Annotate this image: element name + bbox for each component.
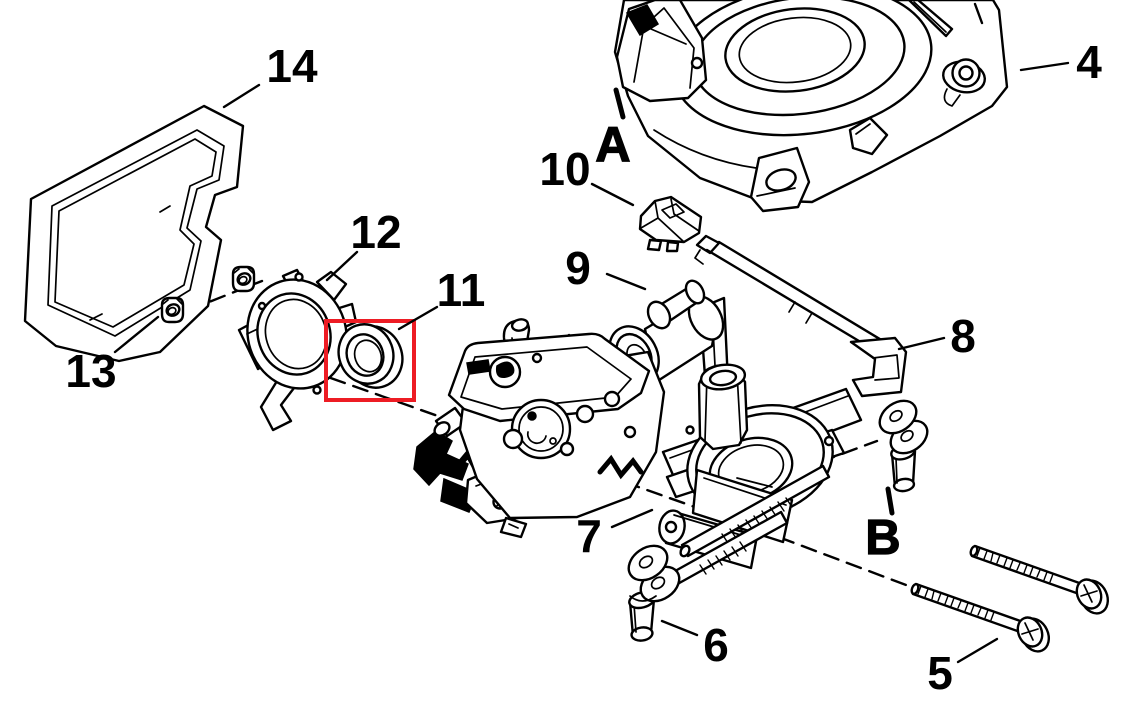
leader-4 [1019, 61, 1070, 72]
leader-11 [397, 305, 439, 331]
label-part-7: 7 [576, 510, 602, 562]
part-10-block [638, 195, 703, 253]
leader-13 [113, 315, 160, 354]
label-part-14: 14 [266, 40, 318, 92]
carburetor [413, 318, 666, 539]
leader-8 [897, 336, 946, 351]
leader-tick-a [613, 87, 626, 120]
leader-12 [325, 250, 359, 282]
part-12-clamp-ring [237, 268, 358, 432]
leader-6 [660, 619, 699, 637]
grommet-b [878, 399, 929, 493]
leader-5 [956, 637, 999, 664]
part-13-nut-right [231, 265, 256, 293]
label-part-9: 9 [565, 242, 591, 294]
callout-labels: 14 4 A 10 12 9 11 13 8 7 B 6 5 [65, 36, 1102, 699]
label-view-a: A [595, 118, 630, 172]
part-11-spacer-ring [337, 323, 404, 389]
leader-tick-b [885, 486, 895, 516]
part-8-link-rod [694, 234, 908, 398]
highlight-box-part-11 [324, 319, 416, 402]
label-part-12: 12 [350, 206, 401, 258]
leader-7 [610, 508, 654, 529]
part-7-adapter-assembly [656, 363, 863, 593]
label-part-10: 10 [539, 143, 590, 195]
leader-9 [605, 272, 647, 291]
part-5-screw-lower [910, 582, 1050, 653]
leader-lines [113, 2, 1070, 664]
axis-main-line [306, 368, 759, 531]
part-13-nut-left [160, 296, 185, 324]
label-part-8: 8 [950, 310, 976, 362]
label-part-11: 11 [437, 264, 486, 316]
part-4-cover [613, 0, 1009, 213]
label-part-5: 5 [927, 647, 953, 699]
leader-10 [590, 182, 635, 207]
label-part-13: 13 [65, 345, 116, 397]
label-view-b: B [865, 511, 900, 565]
part-14-frame [23, 104, 245, 363]
leader-14 [222, 83, 261, 109]
label-part-6: 6 [703, 619, 729, 671]
part-6-grommet [627, 544, 681, 642]
leader-tick-top-right [973, 2, 984, 25]
label-part-4: 4 [1076, 36, 1102, 88]
part-5-screw-upper [969, 544, 1109, 615]
